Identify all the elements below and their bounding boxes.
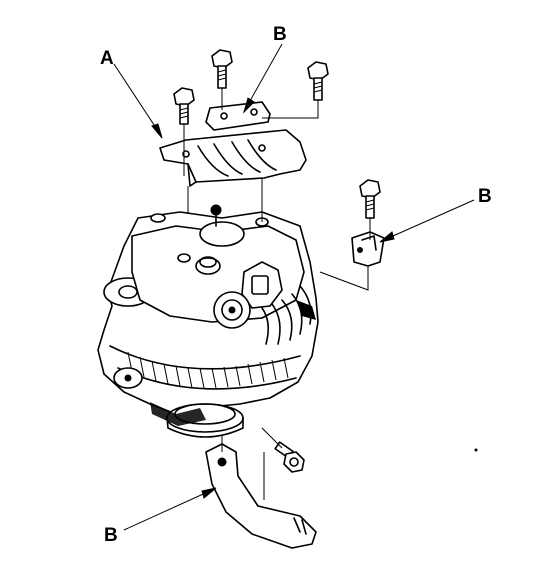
callout-b-bottom: B [104,525,118,546]
alignment-lines [183,88,371,500]
terminal-cover [205,101,271,131]
callout-b-right: B [478,186,492,207]
bolt-1 [173,87,195,125]
side-bracket [351,231,385,267]
bolt-2 [211,49,233,89]
bolt-5 [274,441,305,473]
callout-a: A [100,48,114,69]
alternator [97,204,319,438]
mounting-bolts [173,49,381,473]
stray-mark [474,448,478,452]
lower-bracket [205,443,317,549]
upper-bracket [159,129,307,187]
callout-b-top: B [273,24,287,45]
bolt-3 [307,61,329,101]
bolt-4 [359,179,381,219]
leader-arrows [113,43,475,531]
